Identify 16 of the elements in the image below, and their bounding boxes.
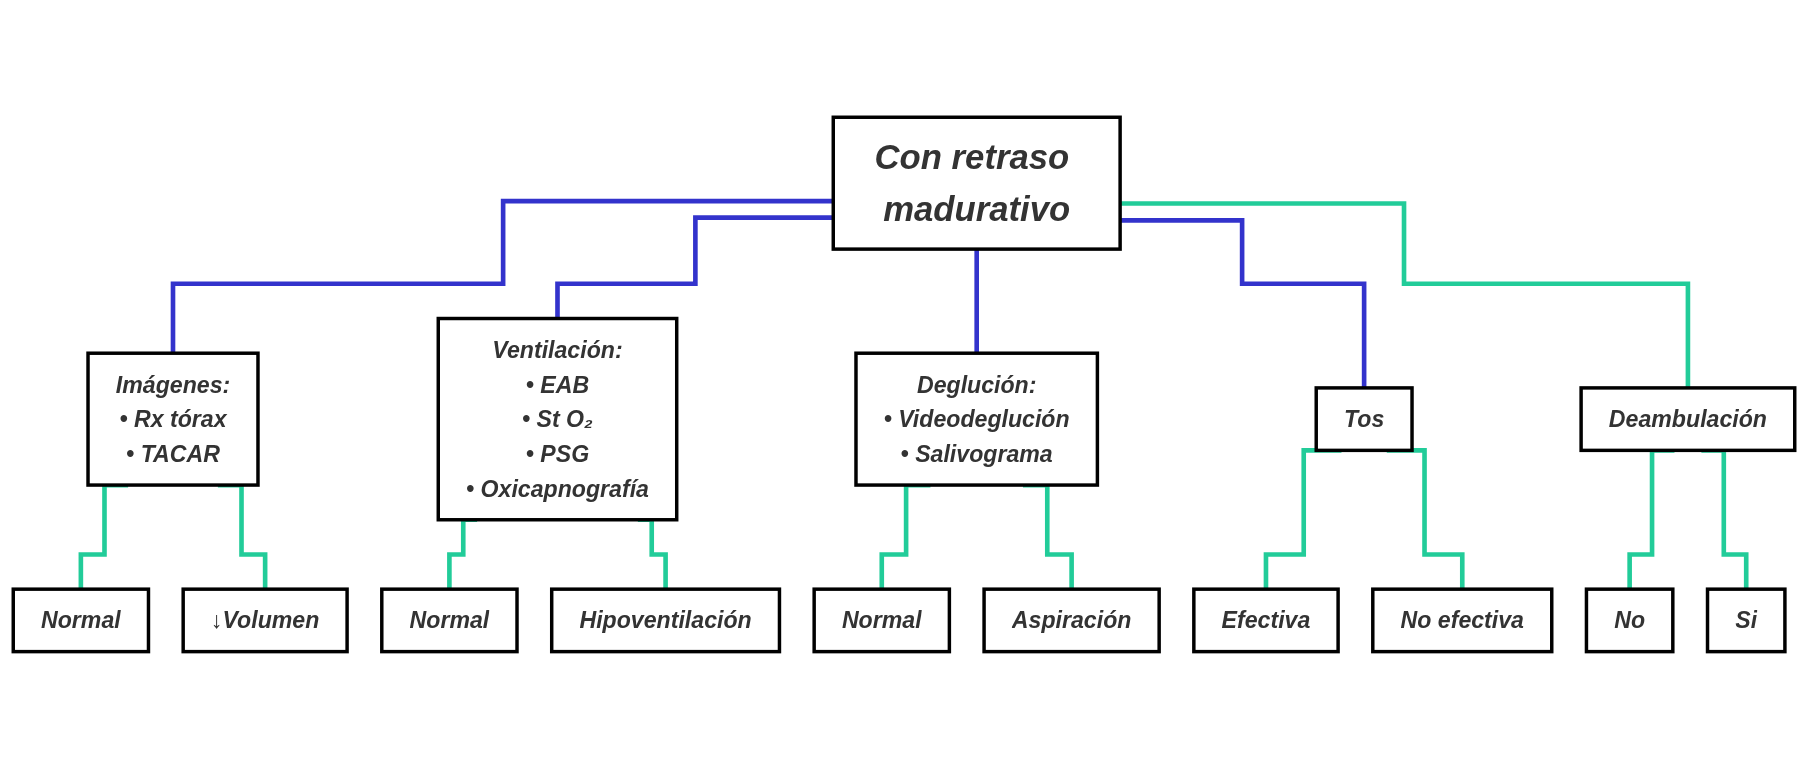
node-box: No <box>1584 587 1675 653</box>
node-box: Normal <box>11 587 150 653</box>
node-box: Deglución: • Videodeglución • Salivograma <box>853 351 1099 487</box>
node-box: Normal <box>811 587 951 653</box>
node-box: Con retraso madurativo <box>831 115 1122 251</box>
node-box: ↓Volumen <box>180 587 349 653</box>
node-box: Imágenes: • Rx tórax • TACAR <box>85 351 260 487</box>
node-box: Aspiración <box>981 587 1161 653</box>
node-box: Deambulación <box>1578 385 1796 452</box>
node-box: Si <box>1705 587 1787 653</box>
node-box: Ventilación: • EAB • St O₂ • PSG • Oxicapnografía <box>436 316 678 522</box>
node-box: Tos <box>1314 385 1414 452</box>
node-box: Efectiva <box>1191 587 1340 653</box>
node-box: Hipoventilación <box>549 587 781 653</box>
node-box: No efectiva <box>1370 587 1553 653</box>
node-box: Normal <box>379 587 519 653</box>
